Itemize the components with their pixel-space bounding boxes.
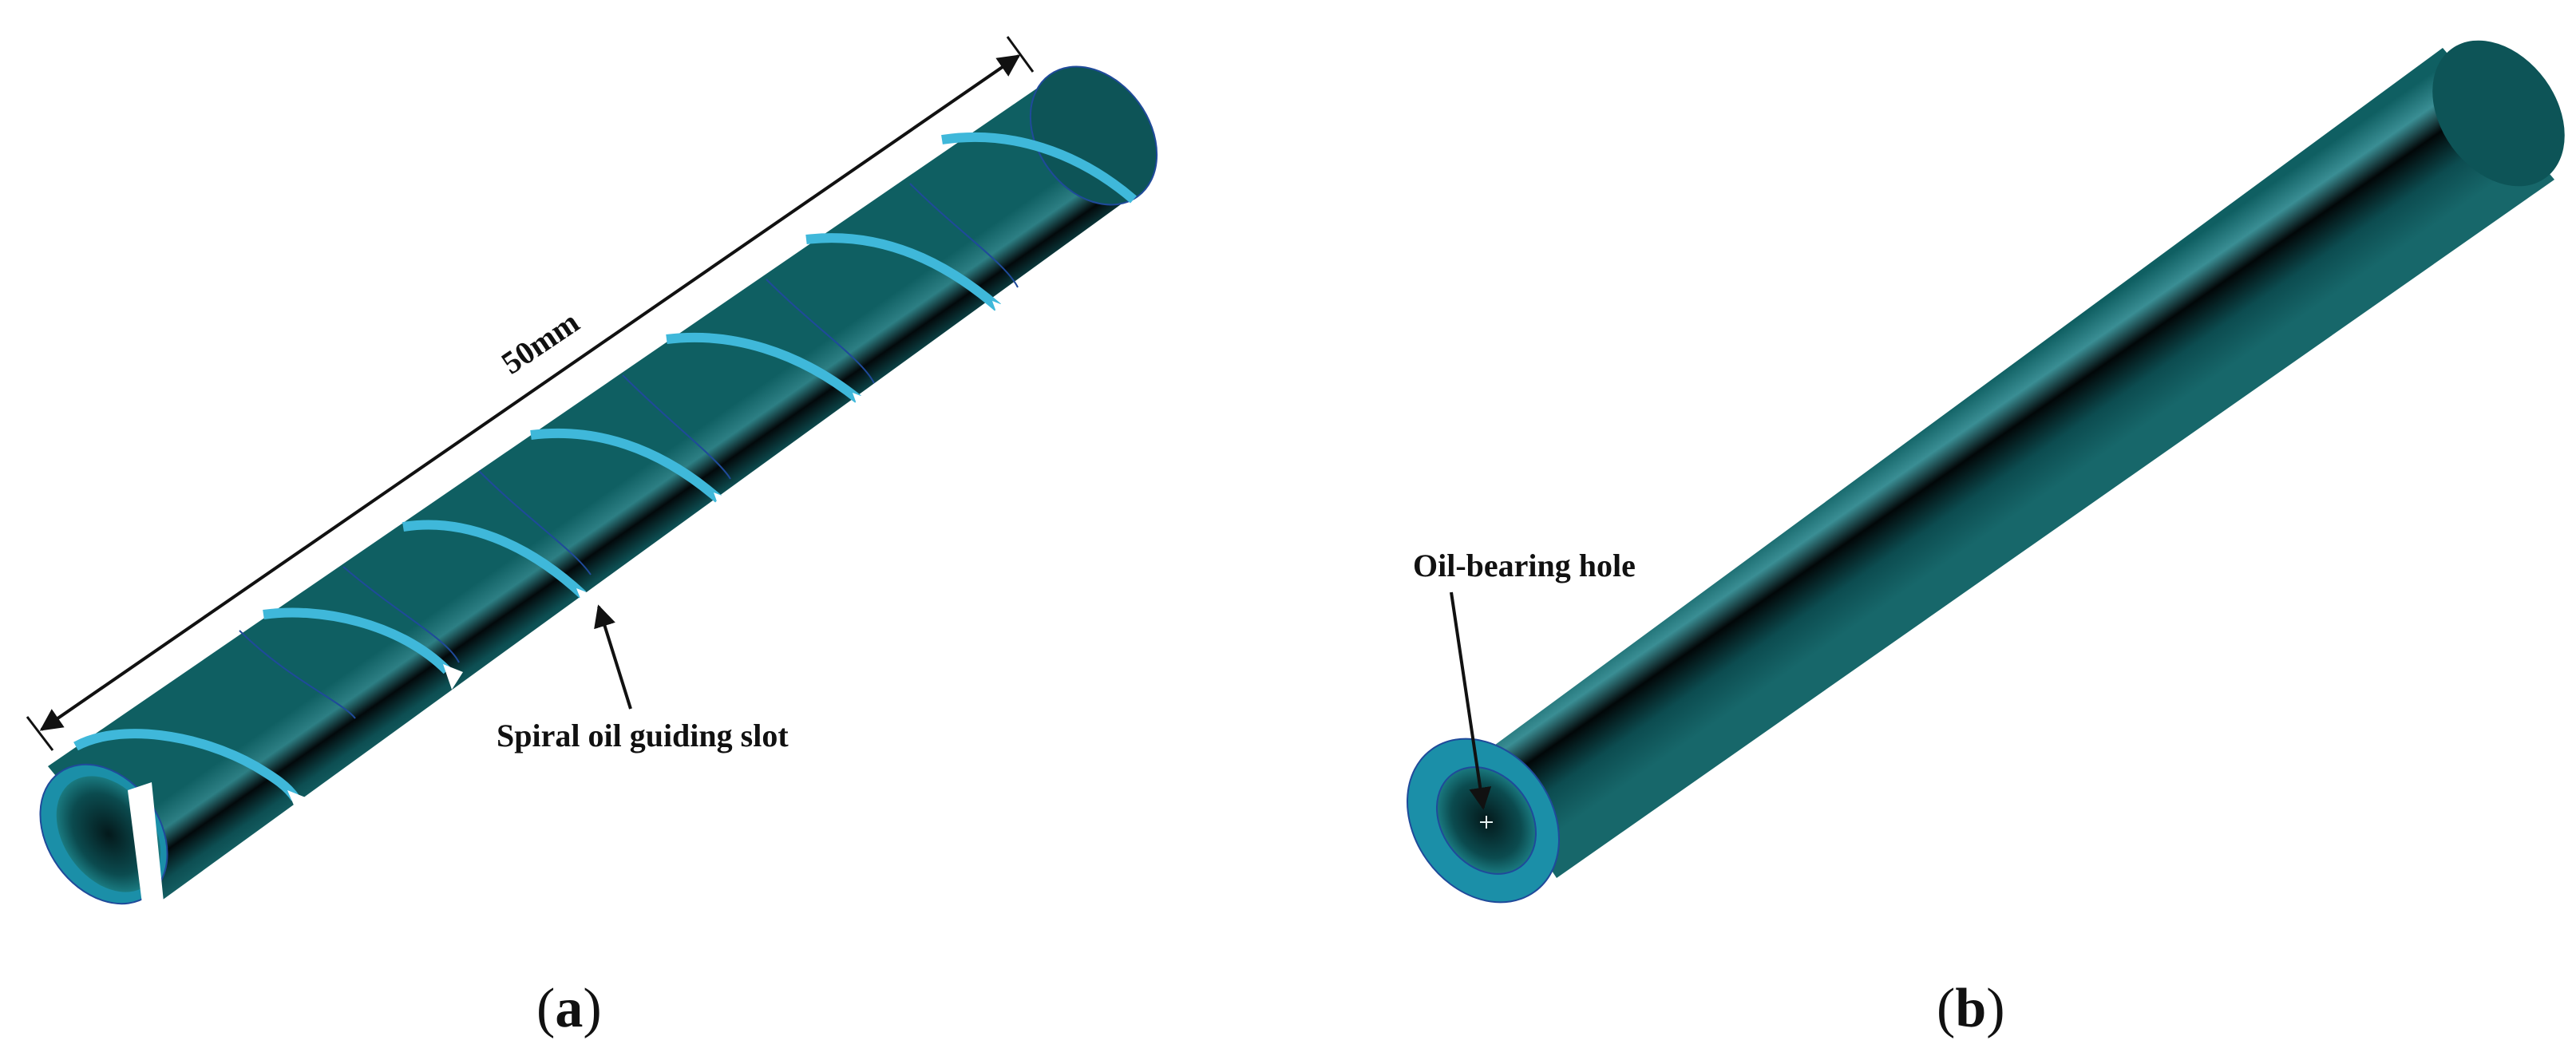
hole-annotation-arrow: [1450, 591, 1492, 810]
tube-end-far: [2432, 40, 2565, 187]
tube-body: [1477, 48, 2554, 878]
center-mark: [1480, 816, 1493, 829]
tube-split-gap: [128, 782, 164, 904]
solid-tube: [1407, 40, 2565, 904]
dimension-line: [26, 36, 1035, 751]
caption-a: (a): [536, 978, 602, 1039]
spiral-slotted-tube: [39, 65, 1158, 905]
dimension-label: 50mm: [495, 304, 586, 382]
slot-annotation-label: Spiral oil guiding slot: [497, 718, 789, 753]
panel-b: Oil-bearing hole (b): [1407, 40, 2565, 1039]
caption-b: (b): [1937, 978, 2005, 1039]
slot-annotation-arrow: [594, 604, 632, 710]
panel-a: 50mm Spiral oil guiding slot (a): [26, 36, 1158, 1039]
tube-end-far: [1029, 65, 1158, 206]
tube-body: [48, 88, 1150, 902]
hole-annotation-label: Oil-bearing hole: [1413, 548, 1636, 583]
